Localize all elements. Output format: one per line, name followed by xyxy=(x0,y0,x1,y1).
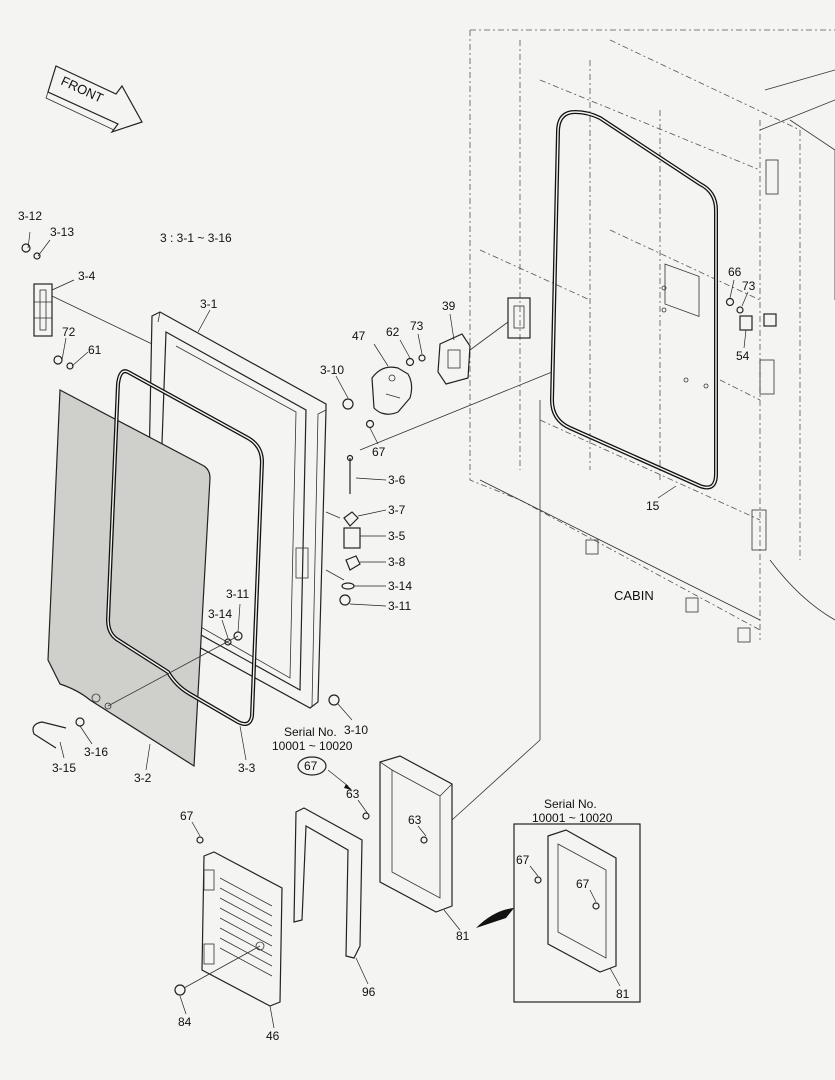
callout-3-8: 3-8 xyxy=(388,555,406,569)
callout-3-7: 3-7 xyxy=(388,503,406,517)
callout-62: 62 xyxy=(386,325,400,339)
callout-15: 15 xyxy=(646,499,660,513)
callout-3-15: 3-15 xyxy=(52,761,76,775)
callout-81-inset: 81 xyxy=(616,987,630,1001)
callout-96: 96 xyxy=(362,985,376,999)
variant-inset xyxy=(513,823,641,1003)
callout-3-14-left: 3-14 xyxy=(208,607,232,621)
door-rubber-seal xyxy=(105,369,265,726)
door-lock-cover xyxy=(371,366,413,415)
callout-67-panel: 67 xyxy=(180,809,194,823)
callout-63-inner: 63 xyxy=(408,813,422,827)
bracket-screws xyxy=(365,354,426,429)
inset-serial-line2: 10001 ~ 10020 xyxy=(532,811,613,825)
door-lock-bracket xyxy=(437,333,471,385)
box-screw xyxy=(362,812,428,844)
circled-ref-ring xyxy=(297,756,327,776)
latch-spring xyxy=(343,511,359,527)
callout-3-16: 3-16 xyxy=(84,745,108,759)
callout-67-cover: 67 xyxy=(372,445,386,459)
serial-note-line1: Serial No. xyxy=(284,725,337,739)
door-seal-gasket xyxy=(549,109,718,490)
storage-box xyxy=(379,755,453,913)
panel-screw xyxy=(196,836,204,844)
latch-pin xyxy=(346,454,354,494)
assembly-note: 3 : 3-1 ~ 3-16 xyxy=(160,231,232,245)
callout-61: 61 xyxy=(88,343,102,357)
latch-lever xyxy=(345,555,361,571)
callout-3-11-right: 3-11 xyxy=(388,599,411,613)
door-glass-panel xyxy=(47,389,211,768)
hinge-screw-top xyxy=(21,243,41,260)
callout-3-6: 3-6 xyxy=(388,473,406,487)
callout-84: 84 xyxy=(178,1015,192,1029)
callout-67-inset-left: 67 xyxy=(516,853,530,867)
leader-lines xyxy=(27,231,749,1029)
door-hinge xyxy=(33,283,53,337)
latch-body xyxy=(343,527,361,549)
callout-46: 46 xyxy=(266,1029,280,1043)
washer-small xyxy=(341,582,355,590)
callout-39: 39 xyxy=(442,299,456,313)
callout-3-10-bottom: 3-10 xyxy=(344,723,368,737)
front-direction-arrow: FRONT xyxy=(45,65,143,134)
frame-nut-bottom xyxy=(328,694,340,706)
panel-knob xyxy=(174,984,186,996)
u-bolt xyxy=(32,717,85,749)
nut-small xyxy=(339,594,351,606)
callout-63-outer: 63 xyxy=(346,787,360,801)
callout-73-right: 73 xyxy=(742,279,756,293)
cabin-label: CABIN xyxy=(614,588,654,603)
callout-3-3: 3-3 xyxy=(238,761,256,775)
cabin-frame xyxy=(469,29,835,643)
frame-nut-top xyxy=(342,398,354,410)
callout-3-2: 3-2 xyxy=(134,771,152,785)
circled-ref-number: 67 xyxy=(304,759,318,773)
callout-3-14-right: 3-14 xyxy=(388,579,412,593)
door-stopper xyxy=(725,297,777,331)
inset-pointer-arrow xyxy=(476,908,514,928)
callout-3-4: 3-4 xyxy=(78,269,96,283)
holder-bracket xyxy=(293,807,363,959)
hinge-screw-bottom xyxy=(53,355,74,370)
callout-3-1: 3-1 xyxy=(200,297,218,311)
callout-66: 66 xyxy=(728,265,742,279)
callout-73-left: 73 xyxy=(410,319,424,333)
inset-serial-line1: Serial No. xyxy=(544,797,597,811)
callout-3-13: 3-13 xyxy=(50,225,74,239)
vent-cover-panel xyxy=(201,851,283,1007)
callout-3-12: 3-12 xyxy=(18,209,42,223)
callout-3-5: 3-5 xyxy=(388,529,406,543)
callout-81-main: 81 xyxy=(456,929,470,943)
striker-plate xyxy=(507,297,531,339)
callout-3-11-left: 3-11 xyxy=(226,587,249,601)
callout-47: 47 xyxy=(352,329,366,343)
vent-slots xyxy=(219,877,273,977)
callout-54: 54 xyxy=(736,349,750,363)
callout-3-10-top: 3-10 xyxy=(320,363,344,377)
serial-note-line2: 10001 ~ 10020 xyxy=(272,739,353,753)
callout-72: 72 xyxy=(62,325,76,339)
callout-67-inset-right: 67 xyxy=(576,877,590,891)
